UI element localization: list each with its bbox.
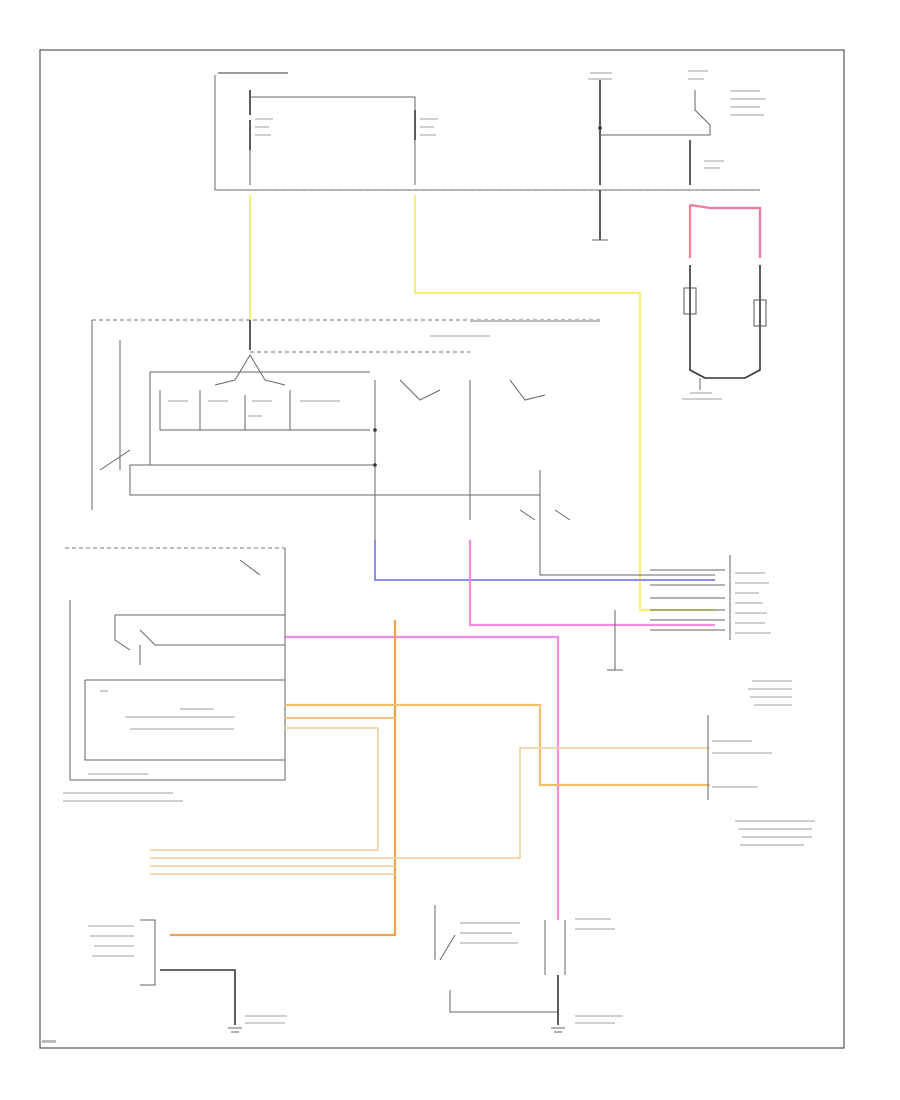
ambient-light-sensor bbox=[88, 919, 242, 1033]
relay-and-fuse-group bbox=[588, 70, 766, 185]
headlamp-control-module bbox=[650, 555, 792, 706]
yellow-feed-wire-right bbox=[413, 195, 715, 612]
pink-signal-wire bbox=[468, 540, 715, 627]
headlamp-switch bbox=[91, 319, 715, 580]
blue-signal-wire bbox=[374, 540, 715, 581]
transmission-range-switch bbox=[434, 905, 558, 1013]
body-control-module bbox=[63, 547, 286, 802]
orange-wire bbox=[170, 620, 397, 937]
instrument-cluster-module bbox=[707, 715, 815, 846]
red-wire bbox=[688, 203, 762, 258]
park-brake-switch bbox=[245, 918, 623, 1033]
diagram-code bbox=[42, 1040, 56, 1043]
lamp-group bbox=[682, 265, 767, 400]
diagram-border bbox=[39, 49, 845, 1049]
underhood-fuse-block bbox=[214, 72, 760, 191]
tan-wire-to-module bbox=[285, 703, 710, 787]
